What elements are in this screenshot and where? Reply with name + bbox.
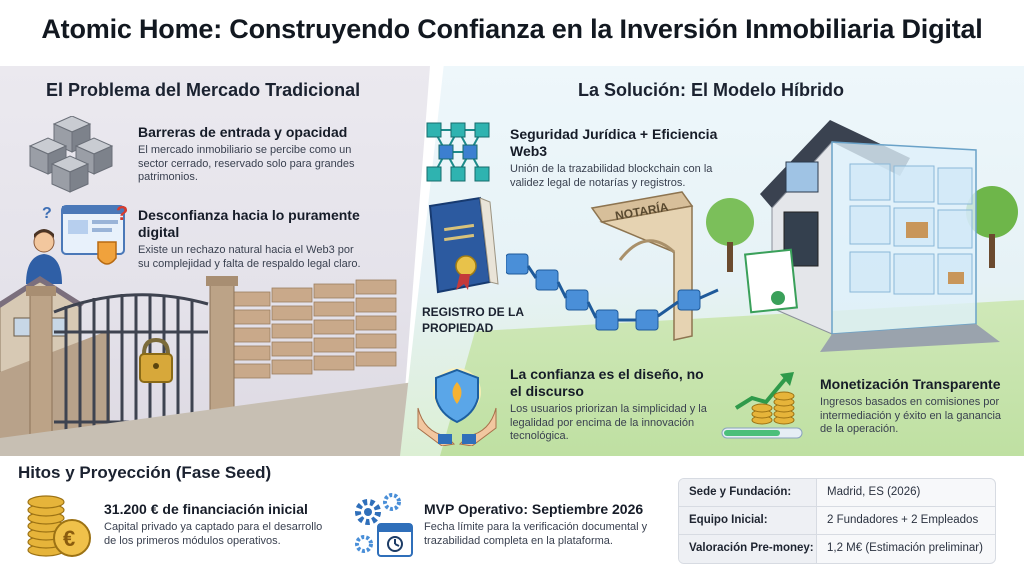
fact-key: Sede y Fundación: xyxy=(679,479,817,506)
milestone-title: 31.200 € de financiación inicial xyxy=(104,501,308,517)
solution-item-title: La confianza es el diseño, no el discurs… xyxy=(510,366,704,399)
svg-text:?: ? xyxy=(116,203,128,225)
fact-value: 1,2 M€ (Estimación preliminar) xyxy=(827,542,983,554)
blockchain-network-icon xyxy=(426,122,490,182)
milestones-heading: Hitos y Proyección (Fase Seed) xyxy=(18,463,272,482)
problem-item-distrust: Desconfianza hacia lo puramente digital … xyxy=(138,207,364,271)
solution-item-text: Los usuarios priorizan la simplicidad y … xyxy=(510,403,707,442)
gears-calendar-icon xyxy=(355,493,413,557)
problem-item-text: Existe un rechazo natural hacia el Web3 … xyxy=(138,244,361,270)
problem-heading: El Problema del Mercado Tradicional xyxy=(46,80,361,100)
fact-key: Valoración Pre-money: xyxy=(679,535,817,563)
company-facts-table: Sede y Fundación: Madrid, ES (2026) Equi… xyxy=(678,478,996,564)
locked-gate-illustration xyxy=(0,276,414,456)
milestone-funding: 31.200 € de financiación inicial Capital… xyxy=(104,501,334,548)
solution-item-text: Ingresos basados en comisiones por inter… xyxy=(820,396,1002,435)
solution-item-monetization: Monetización Transparente Ingresos basad… xyxy=(820,376,1010,437)
shield-hands-icon xyxy=(417,368,497,446)
fact-key: Equipo Inicial: xyxy=(679,507,817,534)
problem-item-title: Desconfianza hacia lo puramente digital xyxy=(138,207,360,240)
fact-value: 2 Fundadores + 2 Empleados xyxy=(827,514,979,526)
confused-user-icon: ? ? xyxy=(26,203,128,284)
table-row: Valoración Pre-money: 1,2 M€ (Estimación… xyxy=(679,535,995,563)
smart-house-illustration xyxy=(706,120,1018,352)
cubes-icon xyxy=(28,116,114,193)
solution-item-text: Unión de la trazabilidad blockchain con … xyxy=(510,163,713,189)
table-row: Equipo Inicial: 2 Fundadores + 2 Emplead… xyxy=(679,507,995,535)
milestone-mvp: MVP Operativo: Septiembre 2026 Fecha lím… xyxy=(424,501,664,548)
milestone-title: MVP Operativo: Septiembre 2026 xyxy=(424,501,644,517)
solution-heading: La Solución: El Modelo Híbrido xyxy=(578,80,844,100)
svg-text:€: € xyxy=(63,526,75,551)
table-row: Sede y Fundación: Madrid, ES (2026) xyxy=(679,479,995,507)
milestone-text: Capital privado ya captado para el desar… xyxy=(104,521,323,547)
notary-arch-illustration: NOTARÍA xyxy=(506,191,719,341)
page-title: Atomic Home: Construyendo Confianza en l… xyxy=(41,14,983,44)
registry-label: REGISTRO DE LA PROPIEDAD xyxy=(422,305,524,335)
registry-book-icon xyxy=(428,196,499,294)
problem-item-text: El mercado inmobiliario se percibe como … xyxy=(138,144,355,183)
coins-growth-icon xyxy=(721,372,803,439)
fact-value: Madrid, ES (2026) xyxy=(827,486,921,498)
euro-coins-icon: € xyxy=(27,495,91,557)
solution-item-trust: La confianza es el diseño, no el discurs… xyxy=(510,366,710,444)
problem-item-title: Barreras de entrada y opacidad xyxy=(138,124,348,140)
solution-item-security: Seguridad Jurídica + Eficiencia Web3 Uni… xyxy=(510,126,740,190)
milestone-text: Fecha límite para la verificación docume… xyxy=(424,521,648,547)
solution-item-title: Monetización Transparente xyxy=(820,376,1001,392)
svg-text:?: ? xyxy=(42,205,52,222)
solution-item-title: Seguridad Jurídica + Eficiencia Web3 xyxy=(510,126,718,159)
problem-item-barriers: Barreras de entrada y opacidad El mercad… xyxy=(138,124,358,185)
